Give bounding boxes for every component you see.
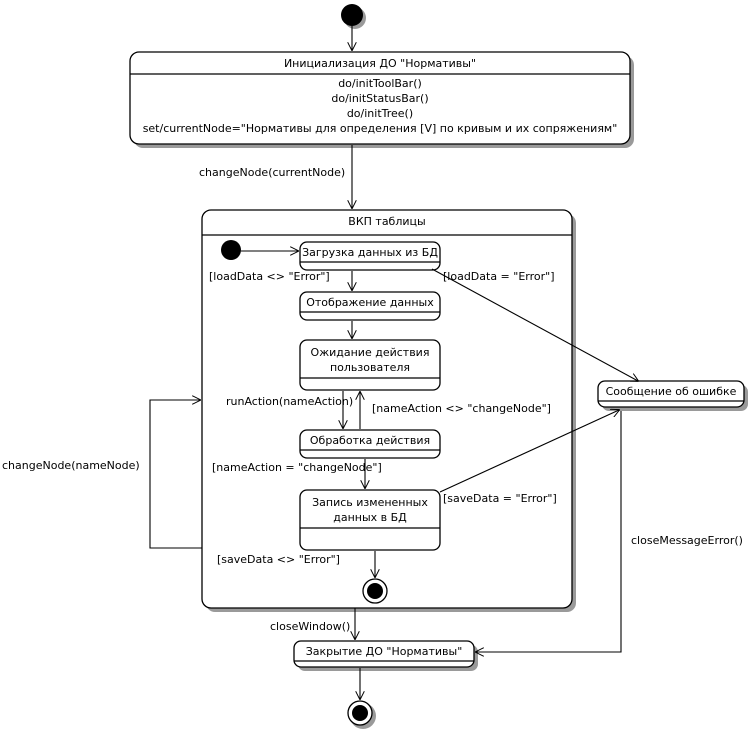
edge-label-change-node: changeNode(nameNode) <box>2 459 140 472</box>
edge-label-close-window: closeWindow() <box>270 620 351 633</box>
transition-error-to-close <box>476 411 622 652</box>
state-initialization <box>129 51 631 145</box>
edge-label-change-current-node: changeNode(currentNode) <box>199 166 346 179</box>
composite-state-vkp-table <box>201 209 573 609</box>
state-show-data <box>299 291 441 321</box>
edge-label-load-data-ok: [loadData <> "Error"] <box>209 270 330 283</box>
state-process-action <box>299 429 441 459</box>
edge-label-load-data-error: [loadData = "Error"] <box>443 270 555 283</box>
state-close <box>293 640 475 668</box>
state-error-message <box>597 380 745 408</box>
edge-label-run-action: runAction(nameAction) <box>226 395 354 408</box>
transition-loaddata-to-error <box>431 268 638 381</box>
edge-label-name-action-eq: [nameAction = "changeNode"] <box>212 461 382 474</box>
final-node <box>347 700 373 726</box>
final-node-inner <box>362 578 388 604</box>
edge-label-name-action-ne: [nameAction <> "changeNode"] <box>372 402 551 415</box>
initial-node-start <box>341 4 363 26</box>
edge-label-save-data-ok: [saveData <> "Error"] <box>217 553 340 566</box>
state-load-data <box>299 241 441 271</box>
edge-label-close-message-error: closeMessageError() <box>631 534 743 547</box>
state-wait-user-action <box>299 339 441 391</box>
state-save-data <box>299 489 441 551</box>
edge-label-save-data-error: [saveData = "Error"] <box>443 492 557 505</box>
transition-savedata-to-error <box>439 410 619 493</box>
transition-composite-changenode-loop <box>149 400 202 549</box>
initial-node-inner <box>221 240 241 260</box>
